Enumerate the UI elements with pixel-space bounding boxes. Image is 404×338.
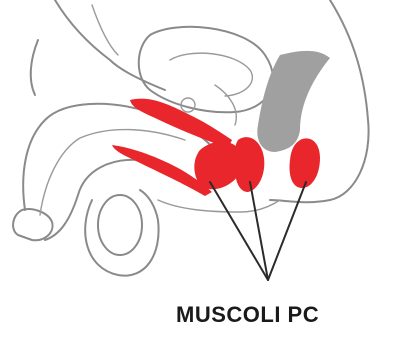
bladder-inner [170, 53, 252, 96]
pubic-outline [31, 40, 38, 95]
rectum [257, 51, 330, 152]
muscle-anal-sphincter [290, 138, 321, 188]
caption-label: MUSCOLI PC [176, 302, 376, 328]
bladder-outline [139, 27, 273, 112]
scrotum [85, 190, 158, 276]
glans [13, 209, 52, 240]
testicle [98, 195, 142, 255]
perineum [158, 200, 280, 212]
seminal-vesicle [215, 85, 236, 125]
pointer-line-right [268, 182, 306, 280]
